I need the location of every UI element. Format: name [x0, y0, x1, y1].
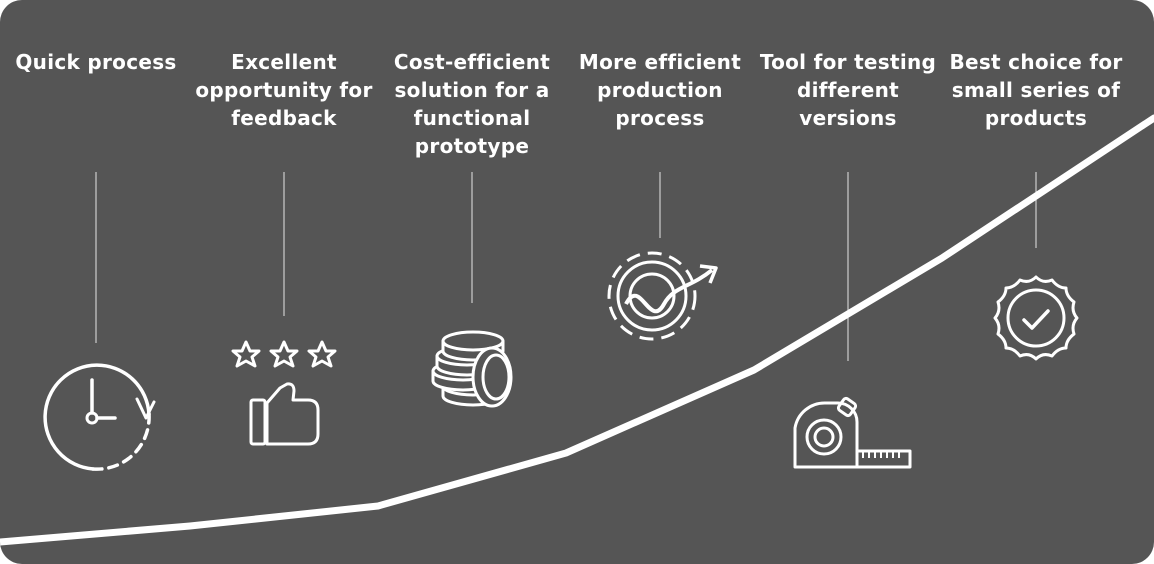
coins-icon [431, 330, 513, 408]
benefit-label-feedback: Excellent opportunity for feedback [195, 50, 373, 130]
gear-growth-icon [607, 251, 718, 341]
benefit-label-quick-process: Quick process [15, 50, 177, 74]
benefit-label-small-series: Best choice for small series of products [949, 50, 1123, 130]
benefit-label-cost-efficient: Cost-efficient solution for a functional… [393, 50, 551, 158]
clock-icon [43, 363, 156, 471]
thumbs-up-stars-icon [231, 340, 337, 446]
tape-measure-icon [793, 396, 912, 469]
growth-curve [0, 114, 1154, 546]
badge-check-icon [993, 275, 1079, 361]
benefit-label-production: More efficient production process [578, 50, 742, 130]
benefit-label-testing: Tool for testing different versions [759, 50, 937, 130]
